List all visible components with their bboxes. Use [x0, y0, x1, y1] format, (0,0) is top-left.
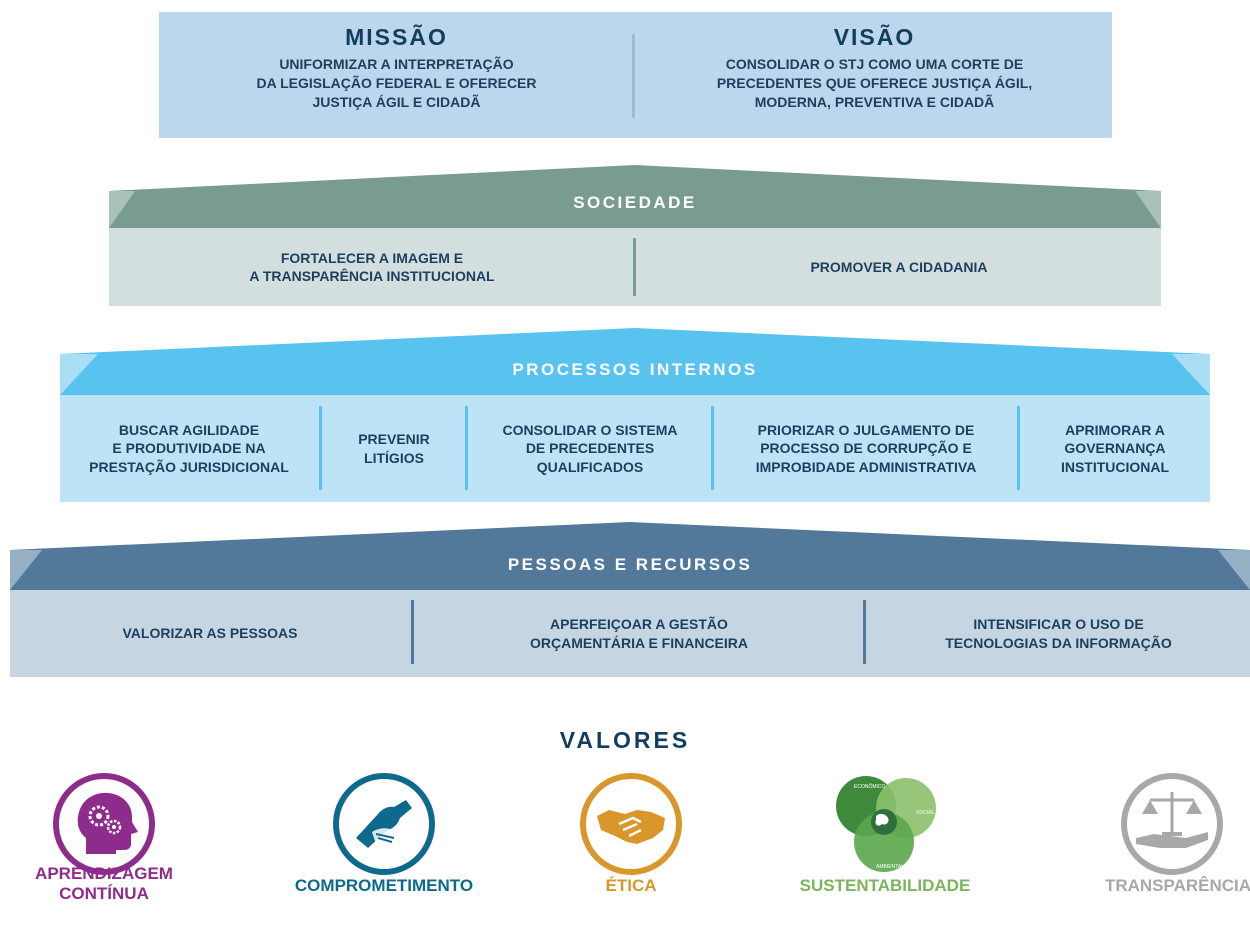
value-label-comprometimento: COMPROMETIMENTO: [294, 876, 474, 895]
sustainability-label-economico: ECONÔMICO: [854, 783, 886, 790]
value-label-etica: ÉTICA: [605, 876, 657, 895]
visao-section: VISÃO CONSOLIDAR O STJ COMO UMA CORTE DE…: [637, 12, 1112, 138]
pessoas-objective-2: APERFEIÇOAR A GESTÃO ORÇAMENTÁRIA E FINA…: [529, 616, 749, 651]
mission-vision-divider: [632, 34, 635, 118]
pessoas-header-roof: [10, 522, 1250, 590]
joined-hands-icon: [333, 773, 435, 875]
processos-body: BUSCAR AGILIDADE E PRODUTIVIDADE NA PRES…: [60, 395, 1210, 502]
pessoas-divider-2: [863, 600, 866, 664]
sociedade-body: FORTALECER A IMAGEM E A TRANSPARÊNCIA IN…: [109, 228, 1161, 306]
missao-section: MISSÃO UNIFORMIZAR A INTERPRETAÇÃO DA LE…: [159, 12, 634, 138]
processos-divider-2: [465, 406, 468, 490]
valores-title: VALORES: [559, 727, 691, 753]
processos-objective-2: PREVENIR LITÍGIOS: [358, 431, 430, 466]
sociedade-title: SOCIEDADE: [573, 193, 697, 212]
visao-title: VISÃO: [833, 24, 916, 50]
scales-hand-icon: [1121, 773, 1223, 875]
value-label-aprendizagem: APRENDIZAGEM CONTÍNUA: [35, 864, 173, 903]
pessoas-objective-1: VALORIZAR AS PESSOAS: [122, 625, 298, 642]
visao-text: CONSOLIDAR O STJ COMO UMA CORTE DE PRECE…: [716, 56, 1033, 110]
missao-title: MISSÃO: [345, 24, 448, 50]
sociedade-objective-2: PROMOVER A CIDADANIA: [810, 258, 988, 275]
pessoas-divider-1: [411, 600, 414, 664]
sociedade-header-roof: [109, 165, 1161, 228]
sustainability-label-ambiental: AMBIENTAL: [876, 864, 904, 870]
processos-divider-1: [319, 406, 322, 490]
processos-objective-5: APRIMORAR A GOVERNANÇA INSTITUCIONAL: [1060, 422, 1170, 475]
sustainability-circles-icon: ECONÔMICO SOCIAL AMBIENTAL: [836, 776, 936, 872]
processos-objective-3: CONSOLIDAR O SISTEMA DE PRECEDENTES QUAL…: [502, 422, 678, 475]
sociedade-divider: [633, 238, 636, 296]
missao-text: UNIFORMIZAR A INTERPRETAÇÃO DA LEGISLAÇÃ…: [256, 56, 537, 110]
value-label-sustentabilidade: SUSTENTABILIDADE: [799, 876, 971, 895]
processos-objective-1: BUSCAR AGILIDADE E PRODUTIVIDADE NA PRES…: [89, 422, 289, 475]
mission-vision-box: MISSÃO UNIFORMIZAR A INTERPRETAÇÃO DA LE…: [159, 12, 1112, 138]
processos-objective-4: PRIORIZAR O JULGAMENTO DE PROCESSO DE CO…: [755, 422, 977, 475]
head-gears-icon: [53, 773, 155, 875]
sociedade-objective-1: FORTALECER A IMAGEM E A TRANSPARÊNCIA IN…: [249, 249, 495, 284]
pessoas-body: VALORIZAR AS PESSOAS APERFEIÇOAR A GESTÃ…: [10, 590, 1250, 677]
processos-divider-4: [1017, 406, 1020, 490]
sustainability-label-social: SOCIAL: [916, 810, 935, 816]
handshake-icon: [580, 773, 682, 875]
processos-title: PROCESSOS INTERNOS: [512, 360, 758, 379]
processos-divider-3: [711, 406, 714, 490]
pessoas-objective-3: INTENSIFICAR O USO DE TECNOLOGIAS DA INF…: [945, 616, 1172, 651]
processos-header-roof: [60, 328, 1210, 395]
pessoas-title: PESSOAS E RECURSOS: [507, 555, 753, 574]
value-label-transparencia: TRANSPARÊNCIA: [1104, 876, 1250, 895]
